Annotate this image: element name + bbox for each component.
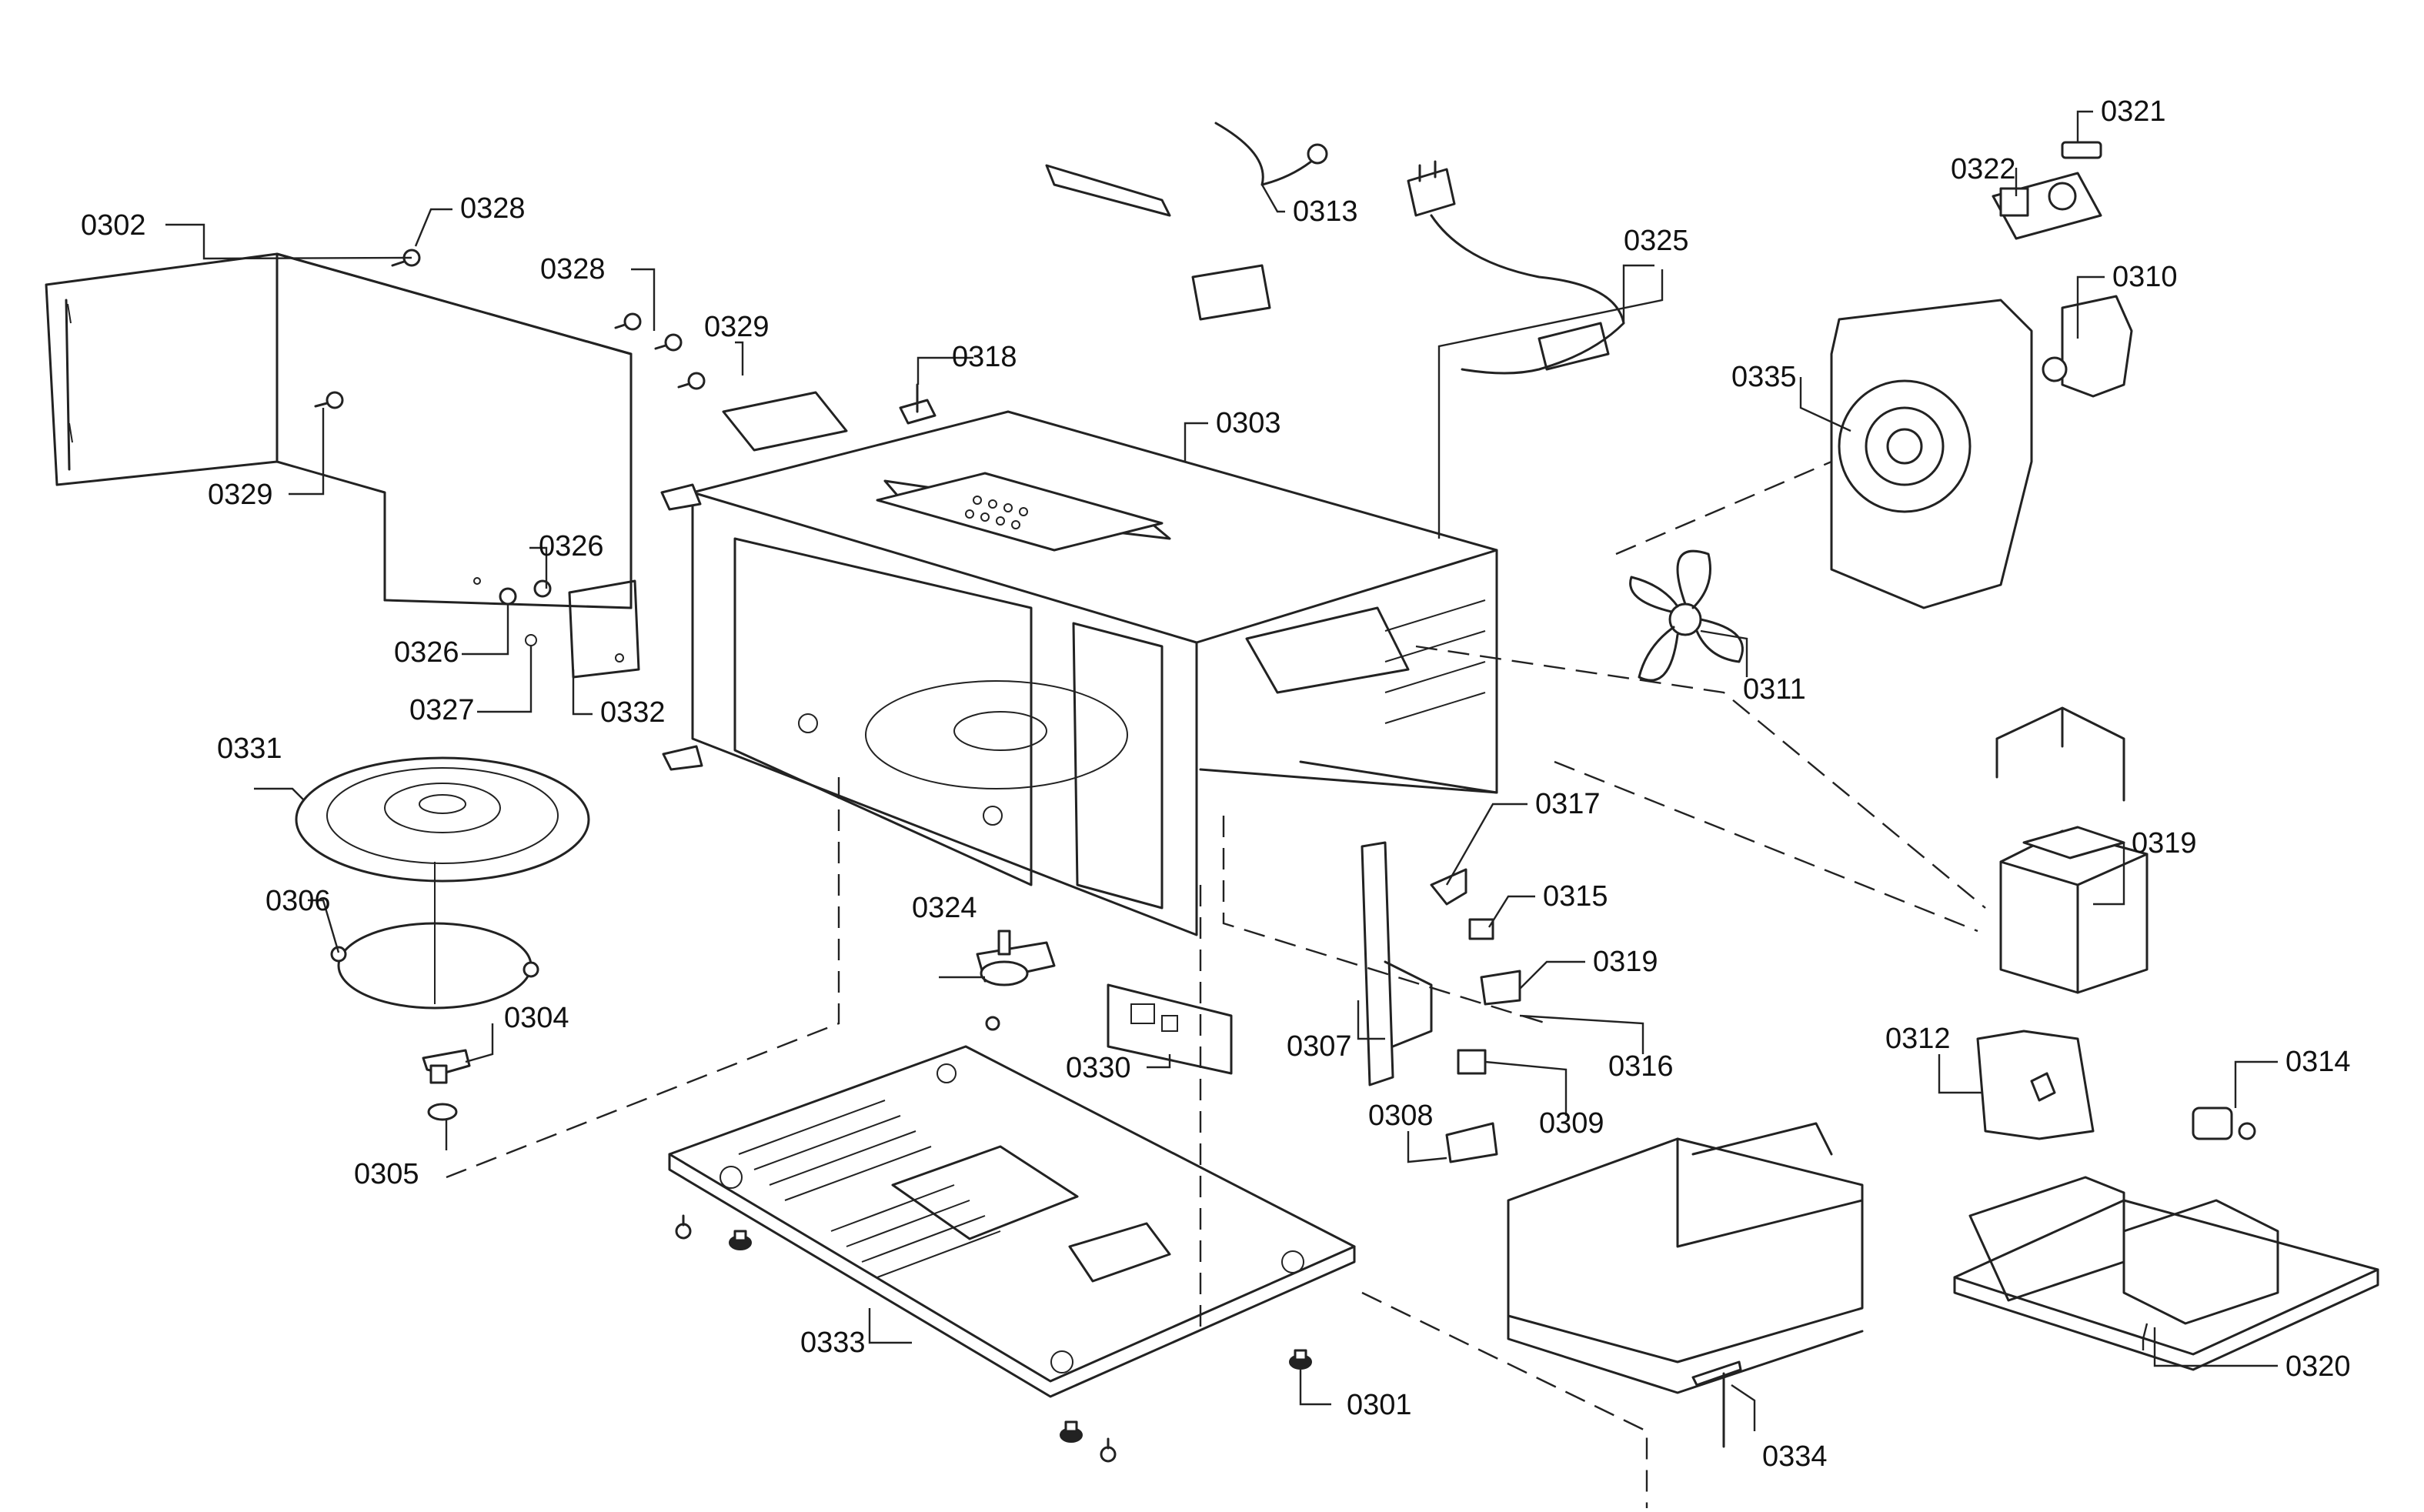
label-0309: 0309: [1539, 1107, 1604, 1140]
label-0302: 0302: [81, 209, 146, 242]
screw-0328-b: [614, 312, 642, 331]
cavity-side-vents: [1384, 599, 1486, 724]
capacitor-0314: [2192, 1106, 2256, 1140]
screws: [314, 249, 706, 646]
screw-base-1: [675, 1214, 692, 1240]
label-0321: 0319: [2132, 827, 2197, 859]
label-0334: 0334: [1762, 1440, 1828, 1473]
label-0326-a: 0326: [539, 530, 604, 562]
label-0312: 0312: [1885, 1023, 1951, 1055]
label-0322: 0321: [2101, 95, 2166, 128]
label-0326-b: 0326: [394, 636, 459, 669]
label-0319: 0319: [1593, 946, 1658, 978]
switch-0319: [1480, 970, 1521, 1006]
label-0301: 0301: [1347, 1389, 1412, 1421]
base-vent-slots: [738, 1100, 1001, 1278]
stirrer-0318: [899, 383, 937, 425]
label-0330: 0330: [1066, 1052, 1131, 1084]
switch-0315: [1468, 918, 1494, 940]
fuse-0322: [2061, 141, 2102, 159]
switch-0308: [1445, 1122, 1498, 1163]
washer-0305: [427, 1103, 458, 1121]
screw-base-2: [1100, 1437, 1117, 1463]
label-0304: 0304: [504, 1002, 569, 1034]
label-0329-a: 0329: [704, 311, 770, 343]
callout-labels: 0302 0328 0328 0329 0329 0326 0326 0327 …: [81, 95, 2351, 1473]
screw-0328-c: [654, 333, 683, 352]
label-0308: 0308: [1368, 1100, 1434, 1132]
switch-0309: [1457, 1049, 1487, 1075]
label-0311: 0311: [1743, 673, 1806, 706]
cavity-vent-holes: [965, 496, 1028, 529]
shield-bracket: [1995, 706, 2125, 802]
label-0327: 0327: [409, 694, 475, 726]
fan-motor-0310: [2042, 295, 2133, 398]
leader-lines: [165, 110, 2278, 1431]
screw-0326-a: [499, 587, 517, 606]
label-0323: 0322: [1951, 153, 2016, 185]
label-0332: 0332: [600, 696, 666, 729]
switch-bracket-0330: [1107, 983, 1233, 1075]
label-0325: 0325: [1624, 225, 1689, 257]
magnetron-0312: [1976, 1030, 2095, 1140]
lamp-0313: [1214, 122, 1328, 186]
label-0303: 0303: [1216, 407, 1281, 439]
thermostat-0334: [1691, 1360, 1742, 1448]
label-0328-b: 0328: [540, 253, 606, 285]
label-0315: 0315: [1543, 880, 1608, 913]
screw-0329-a: [677, 372, 706, 390]
screw-0329-b: [314, 391, 344, 409]
label-0329-b: 0329: [208, 479, 273, 511]
label-0310: 0310: [2112, 261, 2178, 293]
label-0317: 0317: [1535, 788, 1601, 820]
label-0305: 0305: [354, 1158, 419, 1190]
label-0307: 0307: [1287, 1030, 1352, 1063]
fan-blade-0311: [1629, 549, 1744, 682]
foot-0301: [1289, 1349, 1312, 1370]
feet-and-screws: [675, 1214, 1312, 1463]
roller-ring-0306: [330, 862, 539, 1010]
bracket-top-left: [722, 391, 848, 452]
control-panel-housing: [1507, 1122, 1864, 1394]
waveguide-cover-0332: [568, 579, 640, 679]
label-0320: 0320: [2285, 1350, 2351, 1383]
rail-top-left: [1045, 164, 1171, 217]
power-cord-0325: [1407, 160, 1625, 375]
clip-0327: [525, 634, 537, 646]
base-plate-0333: [668, 1045, 1356, 1398]
turntable-tray-0331: [295, 756, 590, 883]
turntable-motor-0324: [976, 930, 1056, 1031]
latch-lever-0317: [1430, 868, 1467, 906]
coupler-0304: [422, 1049, 471, 1084]
fuse-holder-0323: [1992, 172, 2102, 240]
label-0318: 0318: [952, 341, 1017, 373]
dashed-assembly-lines: [446, 460, 1986, 1508]
foot-1: [729, 1230, 752, 1250]
latch-small-top: [1191, 264, 1271, 321]
pcb-0320: [1953, 1176, 2379, 1371]
oven-cavity-0303: [660, 410, 1498, 936]
label-0335: 0335: [1731, 361, 1797, 393]
label-0331: 0331: [217, 733, 282, 765]
label-0316: 0316: [1608, 1050, 1674, 1083]
label-0328-a: 0328: [460, 192, 526, 225]
fan-motor-bracket-0335: [1830, 299, 2033, 609]
outer-cabinet-0302: [45, 252, 633, 609]
label-0324: 0324: [912, 892, 977, 924]
label-0306: 0306: [265, 885, 331, 917]
label-0314: 0314: [2285, 1046, 2351, 1078]
label-0313: 0313: [1293, 195, 1358, 228]
latch-frame-0307: [1361, 841, 1433, 1086]
screw-0326-b: [533, 579, 552, 598]
transformer-0321: [1999, 826, 2149, 994]
foot-2: [1060, 1420, 1083, 1443]
label-0333: 0333: [800, 1327, 866, 1359]
